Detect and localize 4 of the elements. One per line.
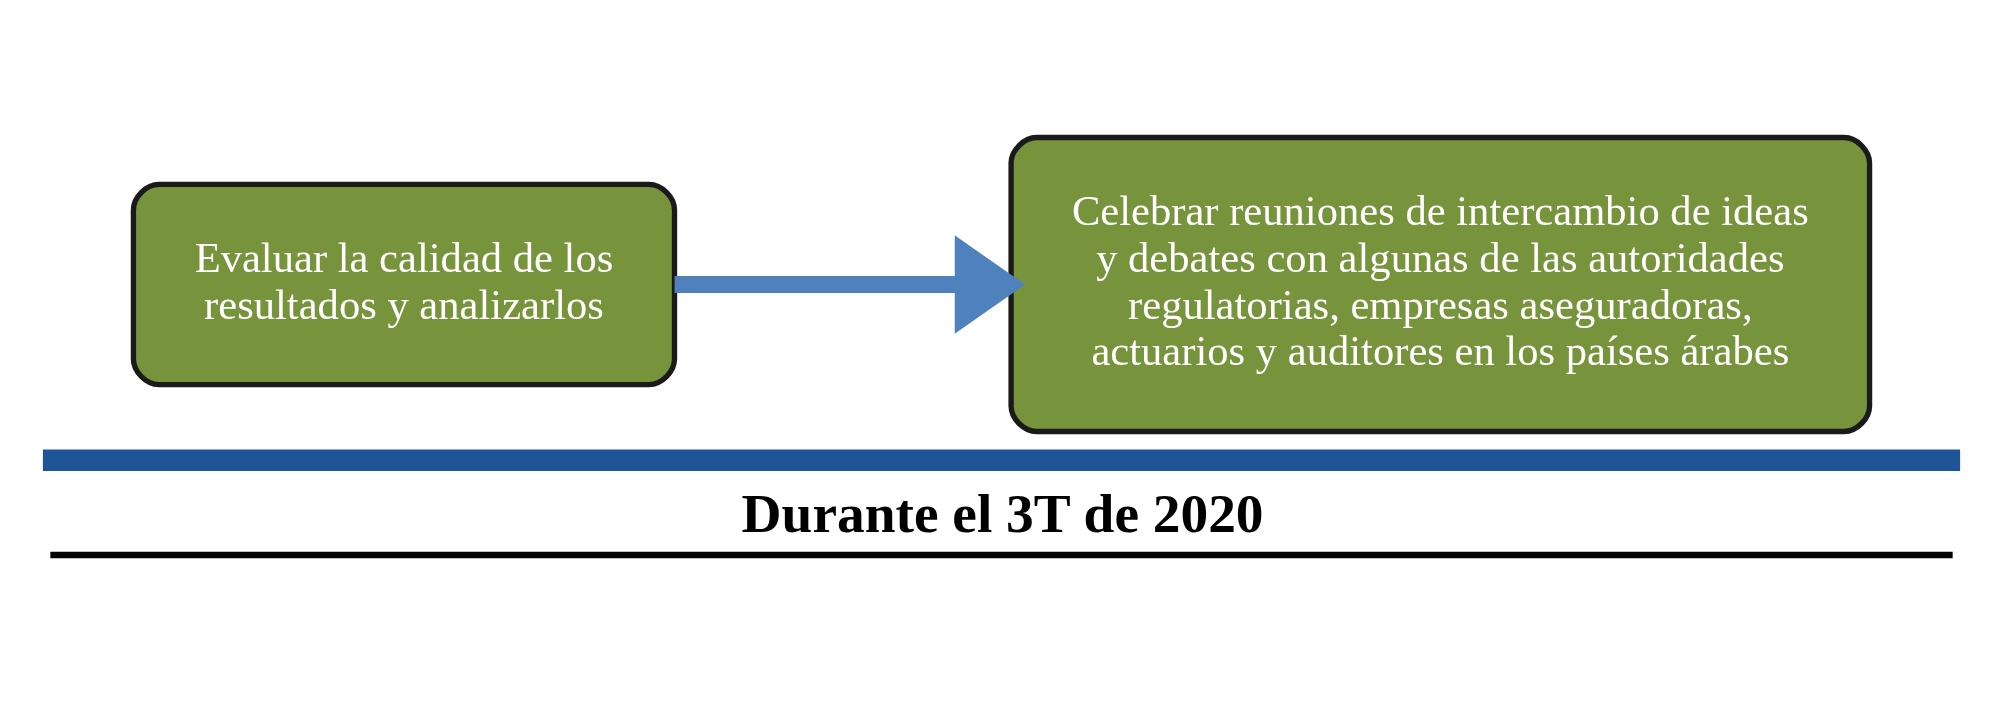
caption: Durante el 3T de 2020	[741, 483, 1264, 545]
arrow	[674, 235, 1025, 334]
node-box: Evaluar la calidad de los resultados y analizarlos	[130, 181, 678, 388]
node-box: Celebrar reuniones de intercambio de ideas y debates con algunas de las autoridades regulatorias, empresas aseguradoras, actuarios y auditores en los países árabes	[1008, 134, 1873, 435]
